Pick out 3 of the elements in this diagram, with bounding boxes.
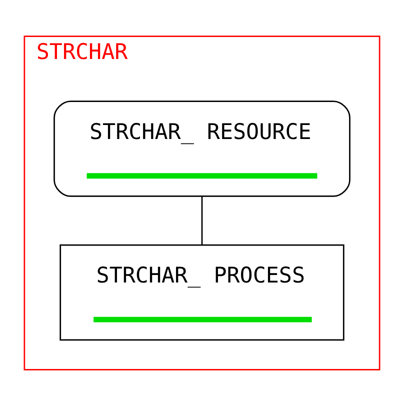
connector (201, 196, 203, 245)
node-box: STRCHAR_ RESOURCE (54, 100, 350, 197)
node-box: STRCHAR_ PROCESS (60, 244, 344, 341)
